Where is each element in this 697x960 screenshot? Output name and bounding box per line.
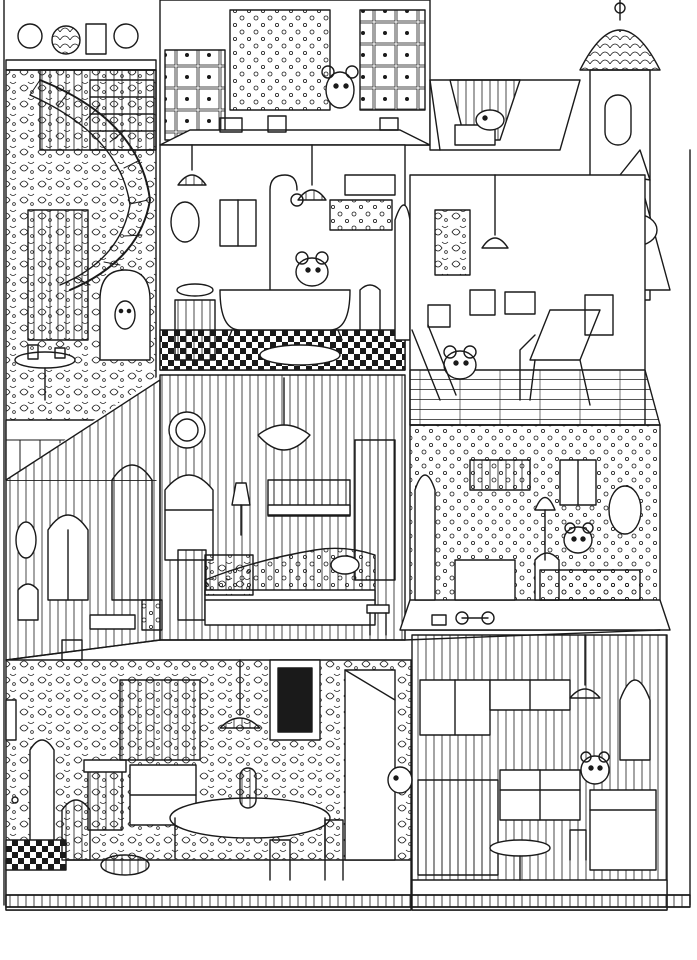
- nursery-room: [399, 424, 671, 631]
- kitchen-room: [411, 634, 668, 911]
- parlor-room: [5, 379, 163, 661]
- dining-room: [5, 659, 413, 911]
- bathroom-room: [159, 144, 411, 371]
- studio-room: [409, 174, 661, 426]
- bedroom-room: [159, 374, 406, 641]
- stair-hall-room: [5, 69, 157, 481]
- ground-strip: [5, 894, 691, 908]
- attic-center-room: [159, 0, 431, 146]
